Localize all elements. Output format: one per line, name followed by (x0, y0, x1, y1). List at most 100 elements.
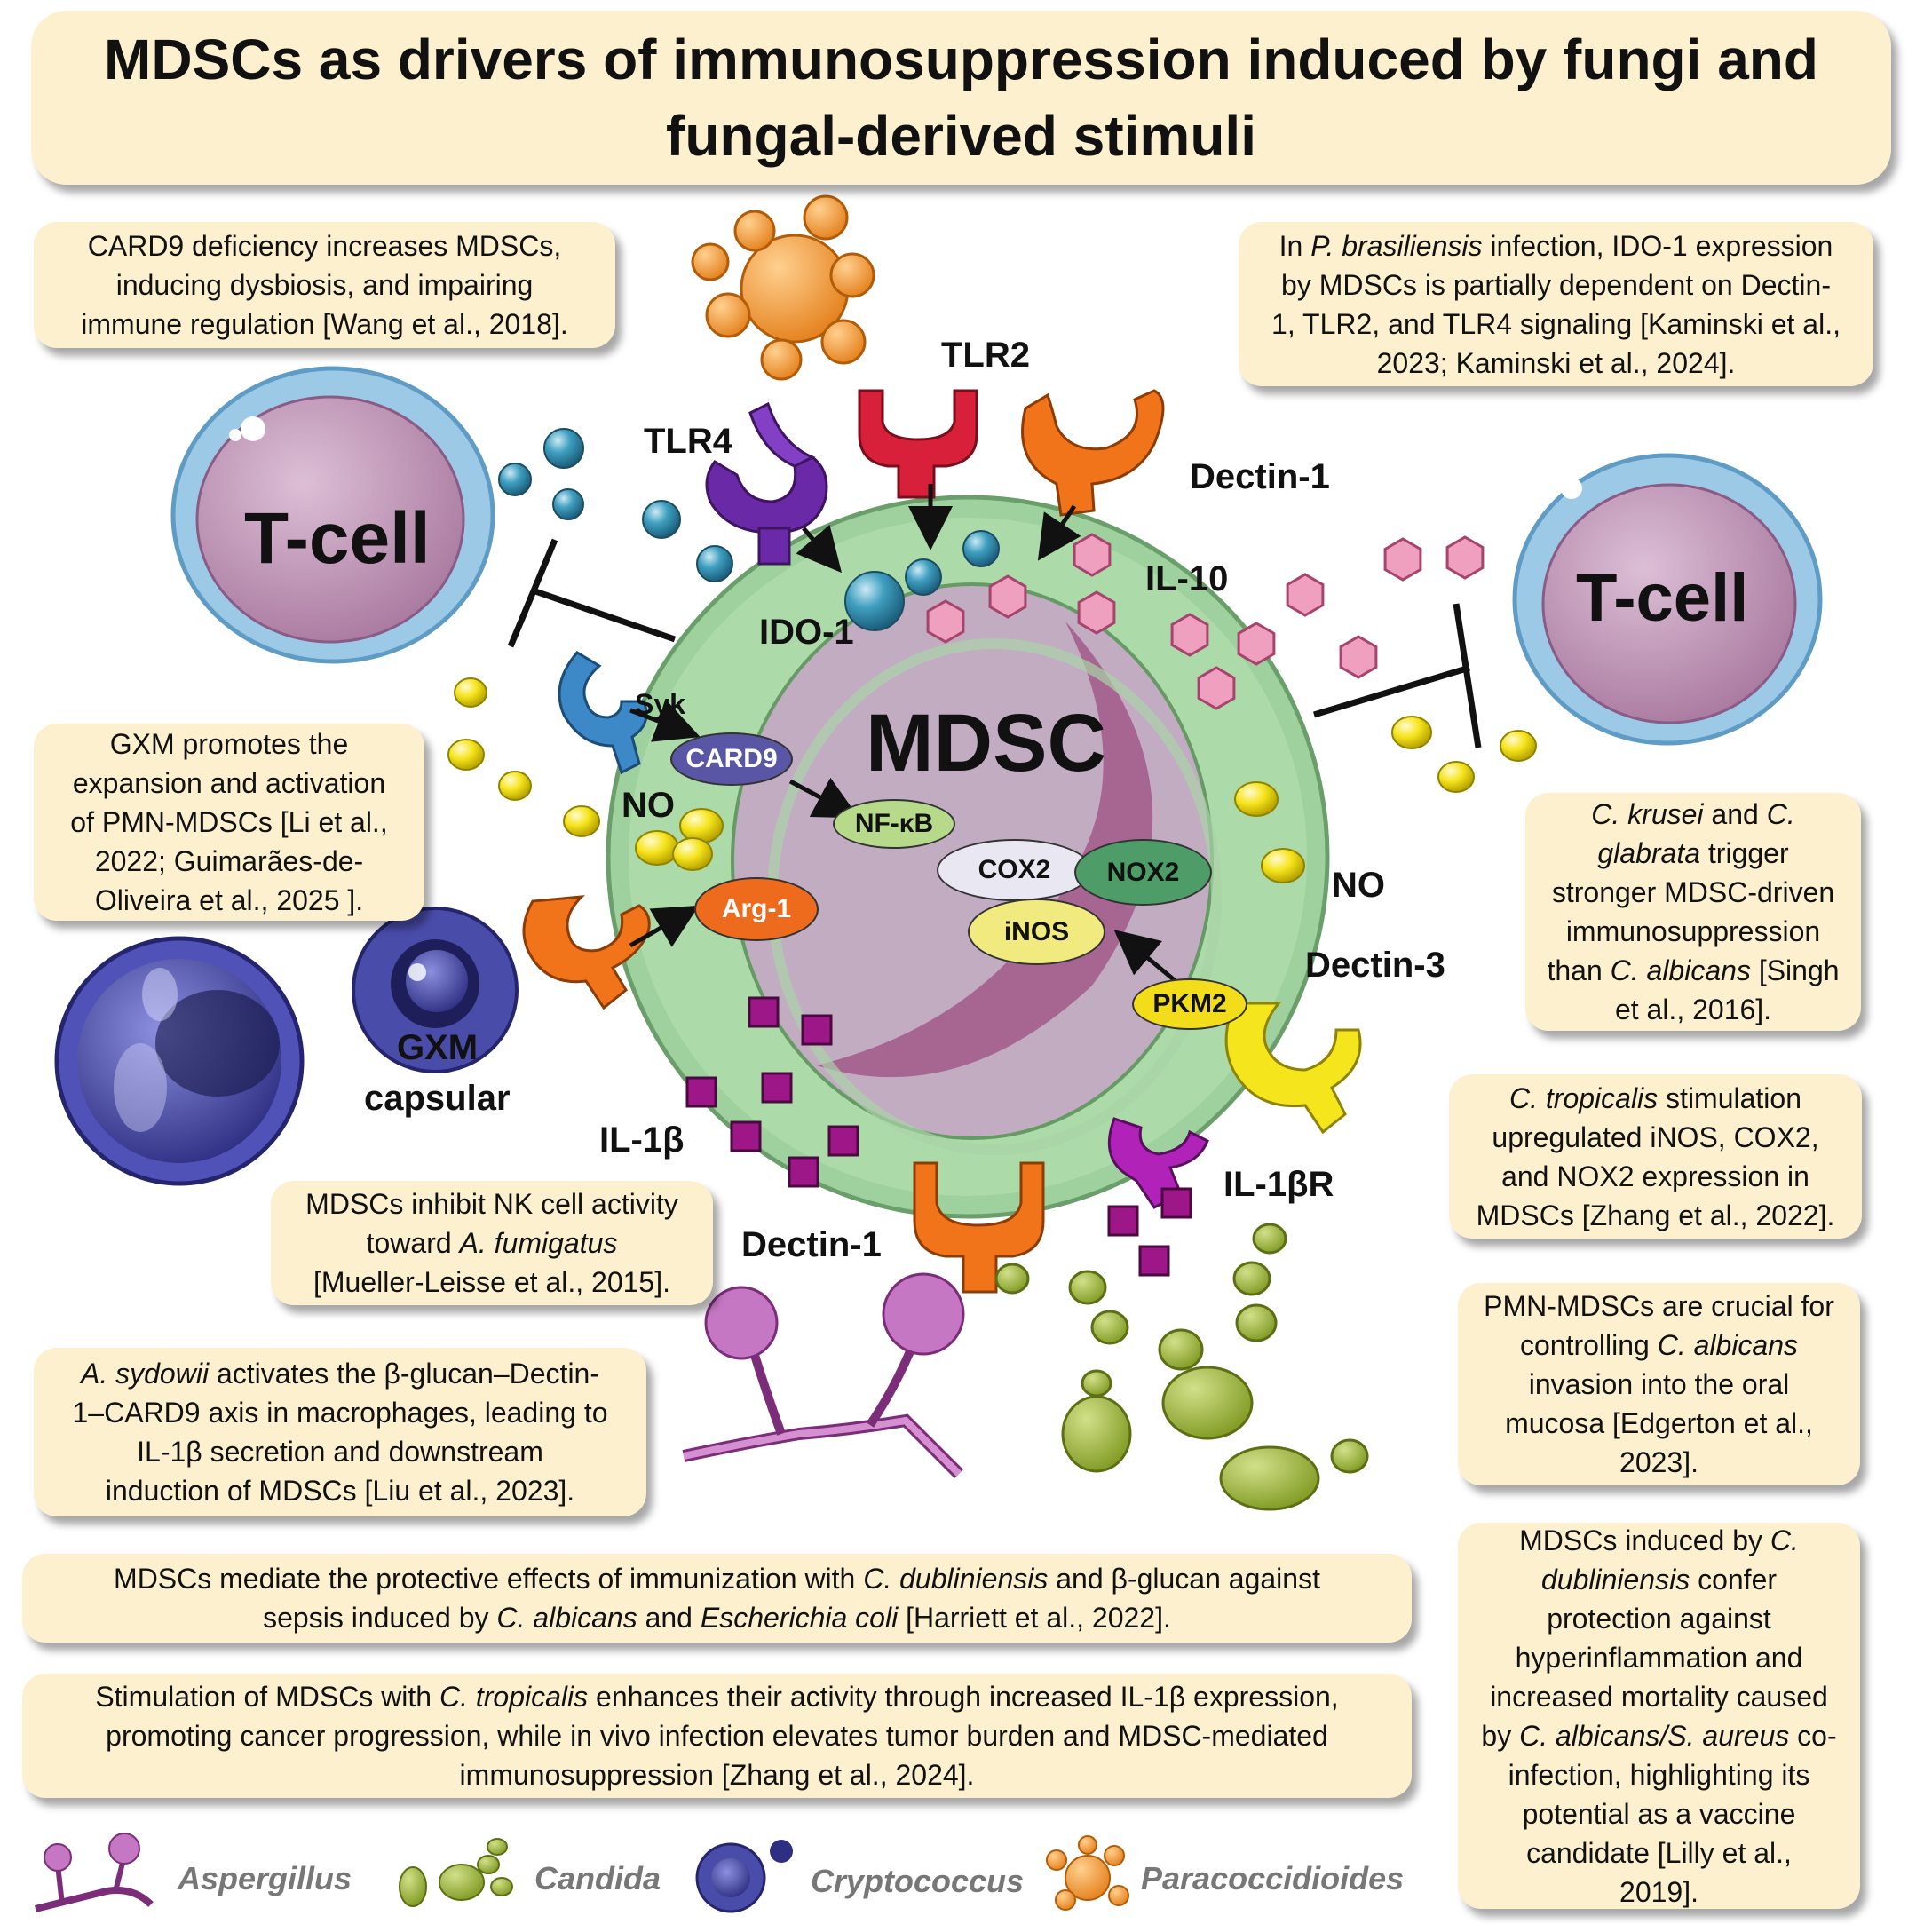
text-run: A. fumigatus (459, 1227, 618, 1259)
text-run: IL-1β secretion and downstream (137, 1436, 543, 1468)
nk-inhibition-box-line-2: toward A. fumigatus (287, 1223, 697, 1263)
text-run: dubliniensis (1540, 1563, 1690, 1595)
ido1-molecules (498, 428, 1000, 631)
text-run: C. (1770, 1524, 1799, 1556)
il1b-cube (1107, 1205, 1139, 1237)
il10-molecules (926, 533, 1485, 710)
dubliniensis-vaccine-box-line-5: increased mortality caused (1474, 1677, 1844, 1716)
dectin1-bottom-label: Dectin-1 (741, 1225, 882, 1264)
pkm2-node: PKM2 (1132, 978, 1247, 1030)
dubliniensis-vaccine-box-line-8: potential as a vaccine (1474, 1794, 1844, 1833)
dectin1-receptor-bottom (913, 1161, 1045, 1294)
gxm-line-3: of PMN-MDSCs [Li et al., (70, 806, 388, 838)
text-run: and (637, 1602, 701, 1634)
text-run: promoting cancer progression, while in v… (106, 1720, 1328, 1752)
t-cell-right-label: T-cell (1576, 560, 1749, 636)
gxm-label: GXM (397, 1028, 479, 1067)
dubliniensis-vaccine-box-line-4: hyperinflammation and (1474, 1638, 1844, 1677)
legend-candida-icon (399, 1838, 513, 1907)
text-run: infection, IDO-1 expression (1482, 229, 1833, 262)
text-run: C. krusei (1591, 798, 1704, 830)
text-run: [Harriett et al., 2022]. (898, 1602, 1171, 1634)
text-run: C. albicans/S. aureus (1519, 1719, 1790, 1752)
il1br-label: IL-1βR (1223, 1165, 1334, 1204)
text-run: infection, highlighting its (1508, 1758, 1810, 1791)
krusei-glabrata-box-line-4: immunosuppression (1541, 912, 1845, 951)
syk-label: Syk (635, 688, 685, 720)
t-cell-left (170, 366, 495, 664)
arg1-node: Arg-1 (694, 877, 819, 941)
text-run: 2023]. (1619, 1446, 1698, 1478)
pmn-mdsc-box-line-2: controlling C. albicans (1474, 1326, 1844, 1365)
tlr2-label: TLR2 (941, 336, 1030, 375)
tlr4-label: TLR4 (644, 422, 732, 461)
dubliniensis-vaccine-box-line-1: MDSCs induced by C. (1474, 1521, 1844, 1560)
tropicalis-upregulation-box-line-1: C. tropicalis stimulation (1465, 1079, 1846, 1118)
il1b-cube (827, 1125, 859, 1157)
pmn-mdsc-box-line-1: PMN-MDSCs are crucial for (1474, 1287, 1844, 1326)
ido1-box-line-4: 2023; Kaminski et al., 2024]. (1255, 344, 1857, 383)
il1b-cube (1160, 1187, 1192, 1219)
aspergillus-bottom (682, 1272, 965, 1478)
text-run: PMN-MDSCs are crucial for (1484, 1290, 1834, 1322)
il10-label: IL-10 (1145, 559, 1229, 598)
il1b-cube (748, 996, 780, 1028)
tropicalis-upregulation-box-line-4: MDSCs [Zhang et al., 2022]. (1465, 1196, 1846, 1235)
text-run: stronger MDSC-driven (1551, 876, 1835, 908)
no-molecules (447, 677, 1537, 883)
text-run: co- (1789, 1719, 1837, 1752)
capsular-label: capsular (364, 1079, 511, 1118)
il1b-cube (761, 1072, 793, 1104)
text-run: and β-glucan against (1048, 1563, 1320, 1595)
il10-hexagon (1445, 535, 1485, 580)
pmn-mdsc-box-line-4: mucosa [Edgerton et al., (1474, 1404, 1844, 1443)
text-run: immunosuppression [Zhang et al., 2024]. (459, 1759, 975, 1791)
il10-hexagon (1197, 666, 1236, 710)
nfkb-node: NF-κB (833, 799, 955, 849)
mdsc-label: MDSC (866, 698, 1106, 788)
text-run: trigger (1700, 837, 1789, 869)
text-run: stimulation (1658, 1081, 1801, 1114)
title-line-2: fungal-derived stimuli (666, 104, 1256, 168)
text-run: MDSCs induced by (1519, 1524, 1770, 1556)
text-run: by MDSCs is partially dependent on Decti… (1281, 268, 1831, 301)
text-run: [Singh (1750, 954, 1840, 986)
syk-receptor (558, 651, 648, 775)
text-run: C. albicans (1610, 954, 1751, 986)
legend-cryptococcus-icon (695, 1840, 793, 1913)
card9-line-3: immune regulation [Wang et al., 2018]. (81, 308, 568, 340)
ido1-box-line-1: In P. brasiliensis infection, IDO-1 expr… (1255, 226, 1857, 265)
text-run: In (1279, 229, 1311, 262)
cryptococcus-gxm (352, 907, 519, 1073)
text-run: C. tropicalis (1509, 1081, 1659, 1114)
il1b-label: IL-1β (599, 1120, 685, 1160)
il10-hexagon (1286, 573, 1325, 617)
il1b-cube (801, 1014, 833, 1046)
text-run: invasion into the oral (1528, 1368, 1790, 1400)
il1b-cube (788, 1156, 819, 1188)
text-run: sepsis induced by (263, 1602, 497, 1634)
text-run: C. albicans (496, 1602, 637, 1634)
text-run: glabrata (1597, 837, 1701, 869)
text-run: mucosa [Edgerton et al., (1505, 1407, 1813, 1439)
dubliniensis-immunization-box: MDSCs mediate the protective effects of … (22, 1554, 1412, 1643)
ido1-box-line-3: 1, TLR2, and TLR4 signaling [Kaminski et… (1255, 305, 1857, 344)
cox2-node: COX2 (937, 839, 1092, 901)
krusei-glabrata-box-line-6: et al., 2016]. (1541, 990, 1845, 1029)
legend-paracoccidioides-icon (1046, 1835, 1129, 1911)
krusei-glabrata-box-line-3: stronger MDSC-driven (1541, 873, 1845, 912)
no-left-label: NO (622, 786, 675, 825)
text-run: by (1481, 1719, 1520, 1752)
legend-aspergillus-icon (35, 1833, 154, 1912)
il1br-receptor (1107, 1117, 1209, 1209)
text-run: MDSCs mediate the protective effects of … (114, 1563, 864, 1595)
text-run: activates the β-glucan–Dectin- (209, 1358, 599, 1390)
text-run: Escherichia coli (700, 1602, 899, 1634)
dubliniensis-vaccine-box-line-7: infection, highlighting its (1474, 1755, 1844, 1794)
il10-hexagon (1077, 590, 1116, 635)
ido1-label: IDO-1 (759, 613, 854, 652)
inos-node: iNOS (968, 899, 1105, 965)
